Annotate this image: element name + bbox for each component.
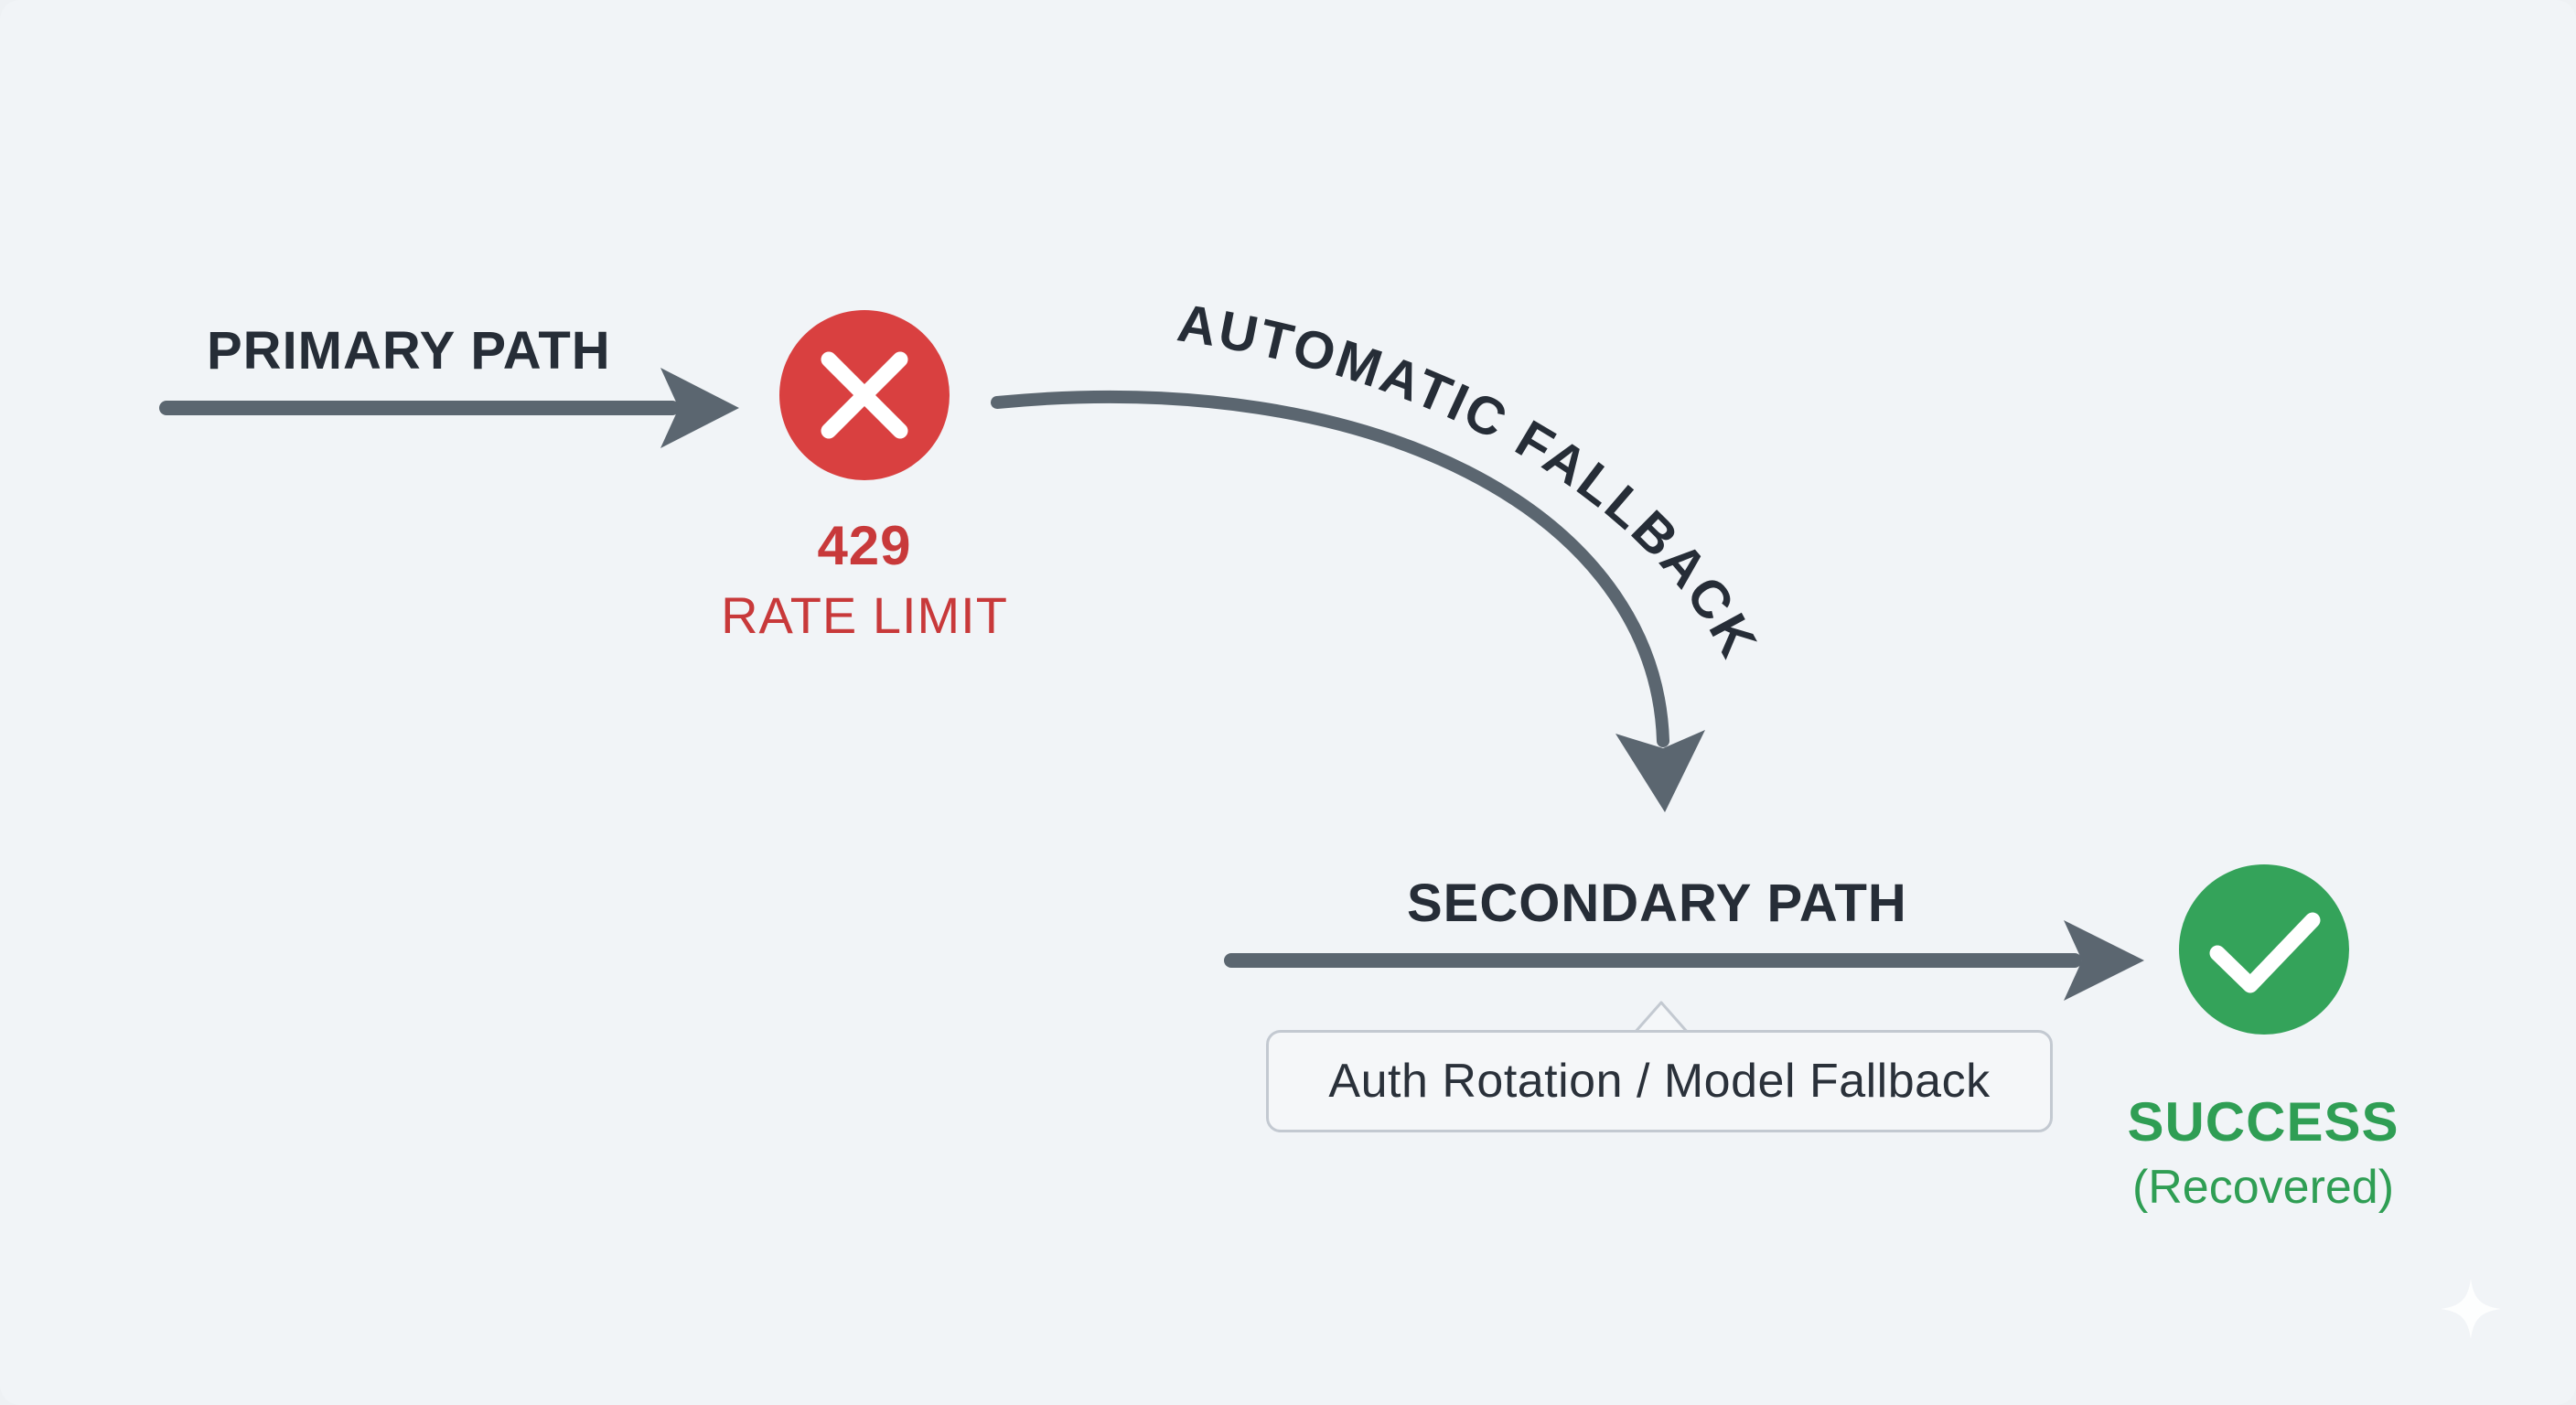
error-code: 429 bbox=[817, 515, 912, 576]
success-subtitle: (Recovered) bbox=[2131, 1161, 2395, 1214]
callout-box: Auth Rotation / Model Fallback bbox=[1266, 1030, 2053, 1132]
checkmark-icon bbox=[2179, 864, 2349, 1035]
callout-pointer bbox=[1632, 1001, 1690, 1035]
error-text: RATE LIMIT bbox=[721, 586, 1008, 644]
callout-text: Auth Rotation / Model Fallback bbox=[1328, 1055, 1991, 1108]
fallback-arrow bbox=[991, 390, 1705, 812]
secondary-path-arrow bbox=[1224, 920, 2144, 1001]
secondary-path-label: SECONDARY PATH bbox=[1407, 874, 1907, 933]
error-icon bbox=[779, 310, 950, 480]
primary-path-arrow bbox=[159, 368, 739, 448]
sparkle-icon bbox=[2441, 1279, 2501, 1339]
success-title: SUCCESS bbox=[2127, 1091, 2399, 1153]
primary-path-label: PRIMARY PATH bbox=[207, 321, 611, 381]
